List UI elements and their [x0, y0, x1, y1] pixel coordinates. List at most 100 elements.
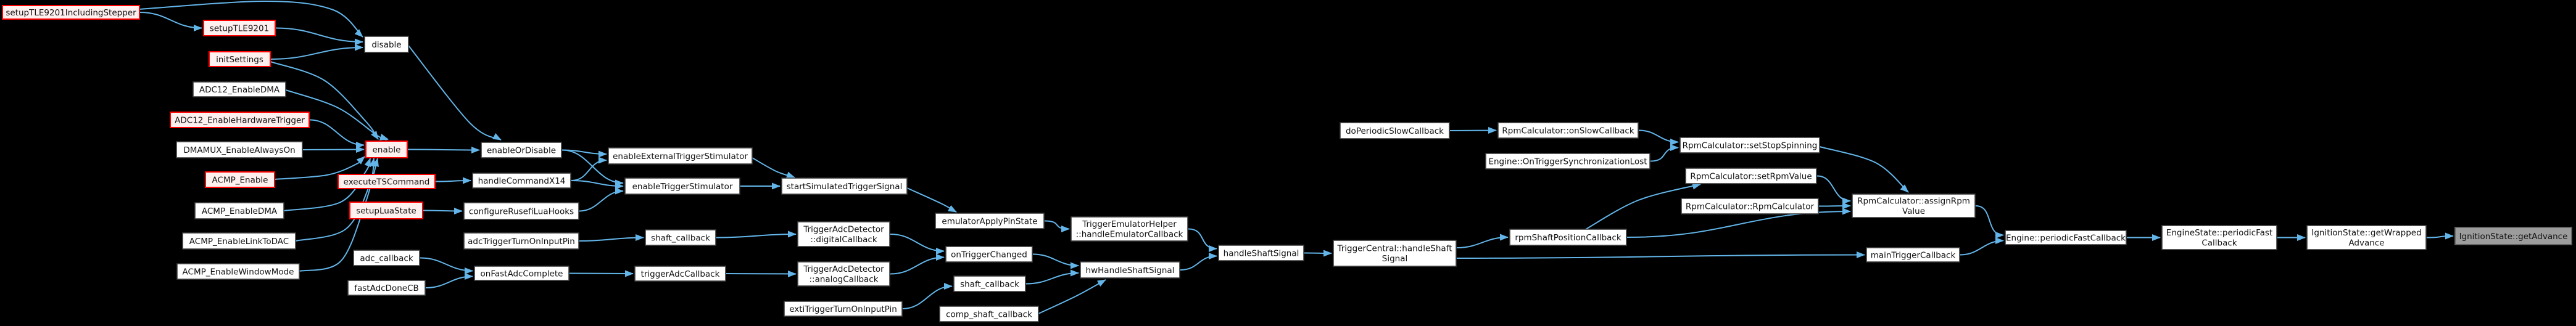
node-box-shaft_callback[interactable] [645, 229, 716, 246]
node-IgnitionState::getAdvance[interactable]: IgnitionState::getAdvance [2454, 227, 2572, 245]
node-box-EngineState::periodicFastCallback[interactable] [2161, 225, 2277, 250]
node-TriggerAdcDetector::analogCallback[interactable]: TriggerAdcDetector::analogCallback [797, 261, 890, 287]
node-RpmCalculator::RpmCalculator[interactable]: RpmCalculator::RpmCalculator [1681, 198, 1819, 214]
node-box-startSimulatedTriggerSignal[interactable] [781, 177, 908, 195]
node-box-TriggerAdcDetector::analogCallback[interactable] [797, 261, 890, 287]
node-TriggerAdcDetector::digitalCallback[interactable]: TriggerAdcDetector::digitalCallback [797, 221, 890, 247]
node-ACMP_EnableWindowMode[interactable]: ACMP_EnableWindowMode [176, 263, 300, 280]
node-RpmCalculator::onSlowCallback[interactable]: RpmCalculator::onSlowCallback [1497, 122, 1639, 139]
node-box-doPeriodicSlowCallback[interactable] [1340, 122, 1450, 139]
node-RpmCalculator::setStopSpinning[interactable]: RpmCalculator::setStopSpinning [1679, 137, 1820, 153]
node-enableTriggerStimulator[interactable]: enableTriggerStimulator [624, 177, 740, 195]
node-setupLuaState[interactable]: setupLuaState [349, 202, 423, 219]
node-box-setupTLE9201IncludingStepper[interactable] [2, 5, 140, 20]
node-Engine::periodicFastCallback[interactable]: Engine::periodicFastCallback [2005, 230, 2127, 245]
node-box-extiTriggerTurnOnInputPin[interactable] [784, 301, 903, 317]
node-box-fastAdcDoneCB[interactable] [347, 280, 426, 296]
node-box-TriggerEmulatorHelper::handleEmulatorCallback[interactable] [1071, 216, 1188, 242]
node-box-Engine::OnTriggerSynchronizationLost[interactable] [1485, 153, 1650, 169]
node-fastAdcDoneCB[interactable]: fastAdcDoneCB [347, 280, 426, 296]
node-RpmCalculator::setRpmValue[interactable]: RpmCalculator::setRpmValue [1685, 168, 1817, 184]
node-comp_shaft_callback[interactable]: comp_shaft_callback [939, 306, 1039, 322]
node-box-onTriggerChanged[interactable] [945, 246, 1033, 263]
node-box-executeTSCommand[interactable] [338, 174, 436, 189]
node-handleShaftSignal[interactable]: handleShaftSignal [1218, 245, 1304, 261]
node-box-TriggerCentral::handleShaftSignal[interactable] [1333, 240, 1457, 267]
node-disable[interactable]: disable [364, 36, 409, 53]
node-ACMP_EnableDMA[interactable]: ACMP_EnableDMA [194, 202, 284, 219]
node-box-setupLuaState[interactable] [349, 202, 423, 219]
node-box-shaft_callback_2[interactable] [953, 275, 1026, 292]
node-box-ACMP_EnableLinkToDAC[interactable] [182, 232, 296, 250]
node-adcTriggerTurnOnInputPin[interactable]: adcTriggerTurnOnInputPin [463, 232, 579, 250]
node-box-handleCommandX14[interactable] [472, 173, 571, 189]
node-box-initSettings[interactable] [209, 51, 271, 67]
node-emulatorApplyPinState[interactable]: emulatorApplyPinState [935, 213, 1045, 229]
node-shaft_callback[interactable]: shaft_callback [645, 229, 716, 246]
node-box-hwHandleShaftSignal[interactable] [1080, 261, 1180, 279]
node-box-TriggerAdcDetector::digitalCallback[interactable] [797, 221, 890, 247]
node-doPeriodicSlowCallback[interactable]: doPeriodicSlowCallback [1340, 122, 1450, 139]
node-box-DMAMUX_EnableAlwaysOn[interactable] [176, 141, 303, 158]
node-box-enableExternalTriggerStimulator[interactable] [608, 147, 753, 165]
node-adc_callback[interactable]: adc_callback [353, 250, 420, 266]
node-enable[interactable]: enable [365, 141, 408, 158]
node-box-ACMP_EnableWindowMode[interactable] [176, 263, 300, 280]
node-box-configureRusefiLuaHooks[interactable] [463, 202, 579, 220]
node-box-emulatorApplyPinState[interactable] [935, 213, 1045, 229]
node-enableOrDisable[interactable]: enableOrDisable [481, 142, 562, 158]
node-box-ACMP_Enable[interactable] [205, 171, 275, 188]
node-box-ADC12_EnableHardwareTrigger[interactable] [170, 112, 310, 128]
node-ACMP_EnableLinkToDAC[interactable]: ACMP_EnableLinkToDAC [182, 232, 296, 250]
node-extiTriggerTurnOnInputPin[interactable]: extiTriggerTurnOnInputPin [784, 301, 903, 317]
node-initSettings[interactable]: initSettings [209, 51, 271, 67]
node-box-handleShaftSignal[interactable] [1218, 245, 1304, 261]
node-box-adcTriggerTurnOnInputPin[interactable] [463, 232, 579, 250]
node-executeTSCommand[interactable]: executeTSCommand [338, 174, 436, 189]
node-rpmShaftPositionCallback[interactable]: rpmShaftPositionCallback [1509, 229, 1627, 246]
node-box-enableOrDisable[interactable] [481, 142, 562, 158]
node-ADC12_EnableDMA[interactable]: ADC12_EnableDMA [193, 81, 286, 97]
node-setupTLE9201[interactable]: setupTLE9201 [203, 20, 276, 36]
node-setupTLE9201IncludingStepper[interactable]: setupTLE9201IncludingStepper [2, 5, 140, 20]
node-hwHandleShaftSignal[interactable]: hwHandleShaftSignal [1080, 261, 1180, 279]
node-box-RpmCalculator::setStopSpinning[interactable] [1679, 137, 1820, 153]
node-box-mainTriggerCallback[interactable] [1866, 247, 1960, 263]
node-box-RpmCalculator::setRpmValue[interactable] [1685, 168, 1817, 184]
node-onTriggerChanged[interactable]: onTriggerChanged [945, 246, 1033, 263]
node-box-Engine::periodicFastCallback[interactable] [2005, 230, 2127, 245]
node-handleCommandX14[interactable]: handleCommandX14 [472, 173, 571, 189]
node-EngineState::periodicFastCallback[interactable]: EngineState::periodicFastCallback [2161, 225, 2277, 250]
node-shaft_callback_2[interactable]: shaft_callback [953, 275, 1026, 292]
node-box-ADC12_EnableDMA[interactable] [193, 81, 286, 97]
node-box-comp_shaft_callback[interactable] [939, 306, 1039, 322]
node-box-RpmCalculator::onSlowCallback[interactable] [1497, 122, 1639, 139]
node-box-setupTLE9201[interactable] [203, 20, 276, 36]
node-ADC12_EnableHardwareTrigger[interactable]: ADC12_EnableHardwareTrigger [170, 112, 310, 128]
node-TriggerEmulatorHelper::handleEmulatorCallback[interactable]: TriggerEmulatorHelper::handleEmulatorCal… [1071, 216, 1188, 242]
node-box-rpmShaftPositionCallback[interactable] [1509, 229, 1627, 246]
node-box-triggerAdcCallback[interactable] [634, 266, 726, 282]
node-ACMP_Enable[interactable]: ACMP_Enable [205, 171, 275, 188]
node-box-IgnitionState::getAdvance[interactable] [2454, 227, 2572, 245]
node-box-onFastAdcComplete[interactable] [474, 266, 569, 281]
node-onFastAdcComplete[interactable]: onFastAdcComplete [474, 266, 569, 281]
node-configureRusefiLuaHooks[interactable]: configureRusefiLuaHooks [463, 202, 579, 220]
node-box-enable[interactable] [365, 141, 408, 158]
node-box-RpmCalculator::RpmCalculator[interactable] [1681, 198, 1819, 214]
node-enableExternalTriggerStimulator[interactable]: enableExternalTriggerStimulator [608, 147, 753, 165]
node-box-ACMP_EnableDMA[interactable] [194, 202, 284, 219]
node-startSimulatedTriggerSignal[interactable]: startSimulatedTriggerSignal [781, 177, 908, 195]
node-TriggerCentral::handleShaftSignal[interactable]: TriggerCentral::handleShaftSignal [1333, 240, 1457, 267]
node-box-adc_callback[interactable] [353, 250, 420, 266]
node-triggerAdcCallback[interactable]: triggerAdcCallback [634, 266, 726, 282]
node-box-disable[interactable] [364, 36, 409, 53]
node-box-enableTriggerStimulator[interactable] [624, 177, 740, 195]
node-mainTriggerCallback[interactable]: mainTriggerCallback [1866, 247, 1960, 263]
node-DMAMUX_EnableAlwaysOn[interactable]: DMAMUX_EnableAlwaysOn [176, 141, 303, 158]
node-Engine::OnTriggerSynchronizationLost[interactable]: Engine::OnTriggerSynchronizationLost [1485, 153, 1650, 169]
